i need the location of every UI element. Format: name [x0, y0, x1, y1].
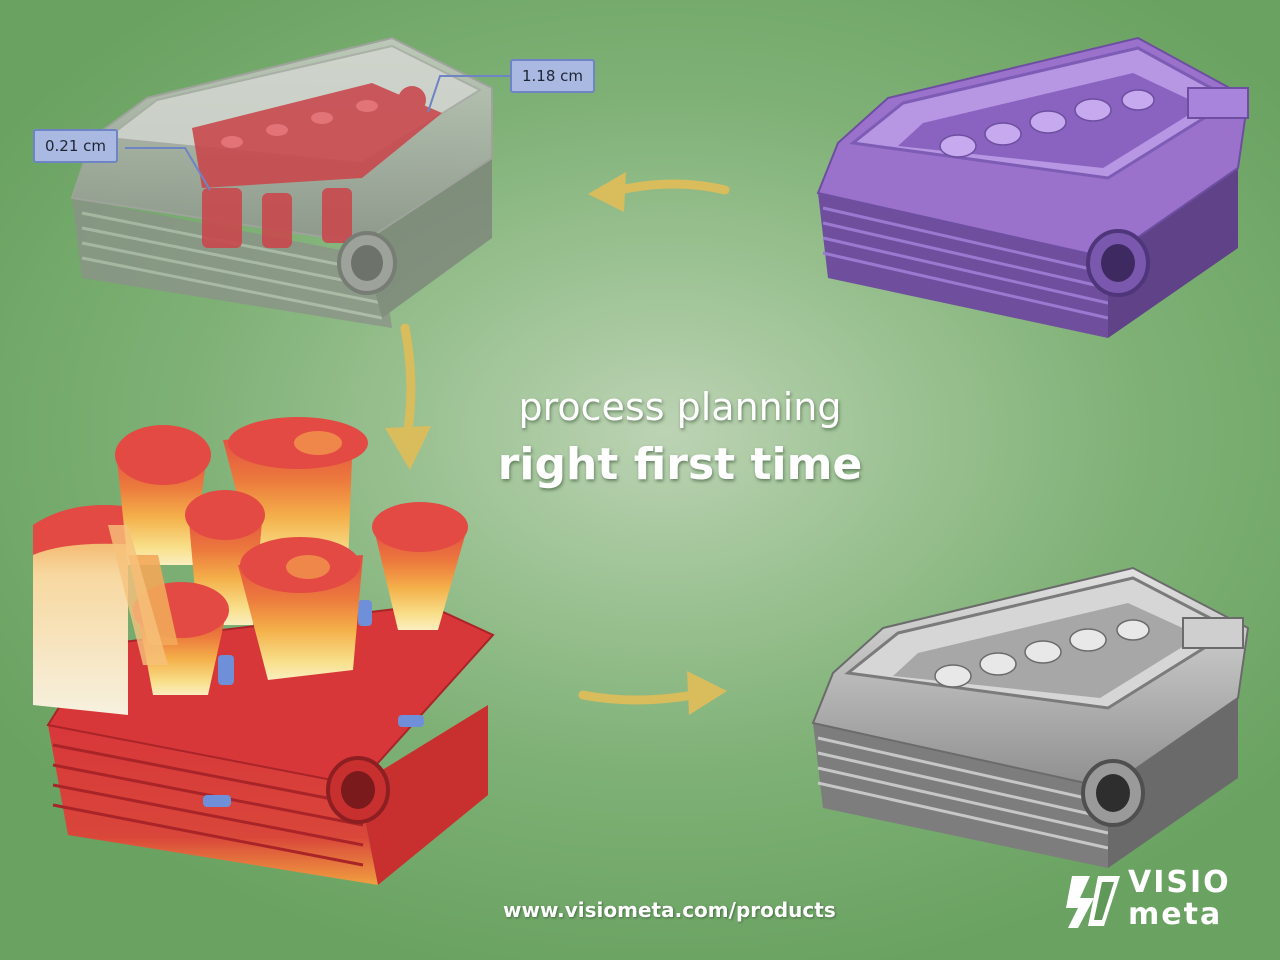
measurement-callout-right: 1.18 cm: [510, 59, 596, 93]
translucent-part-render: [62, 28, 512, 338]
footer-url[interactable]: www.visiometa.com/products: [503, 898, 836, 922]
simulation-part-render: [28, 415, 498, 890]
finished-part-render: [808, 558, 1253, 878]
arrow-right: [578, 671, 727, 715]
visiometa-logo: VISIO meta: [1064, 868, 1254, 934]
arrow-left: [588, 172, 730, 212]
logo-text-visio: VISIO: [1128, 865, 1231, 900]
measurement-callout-left: 0.21 cm: [33, 129, 119, 163]
logo-mark-icon: [1066, 876, 1120, 928]
logo-text-meta: meta: [1128, 897, 1223, 932]
arrow-down: [385, 323, 431, 470]
purple-part-render: [808, 28, 1258, 348]
headline-line-1: process planning: [518, 385, 842, 429]
headline-line-2: right first time: [497, 439, 863, 490]
